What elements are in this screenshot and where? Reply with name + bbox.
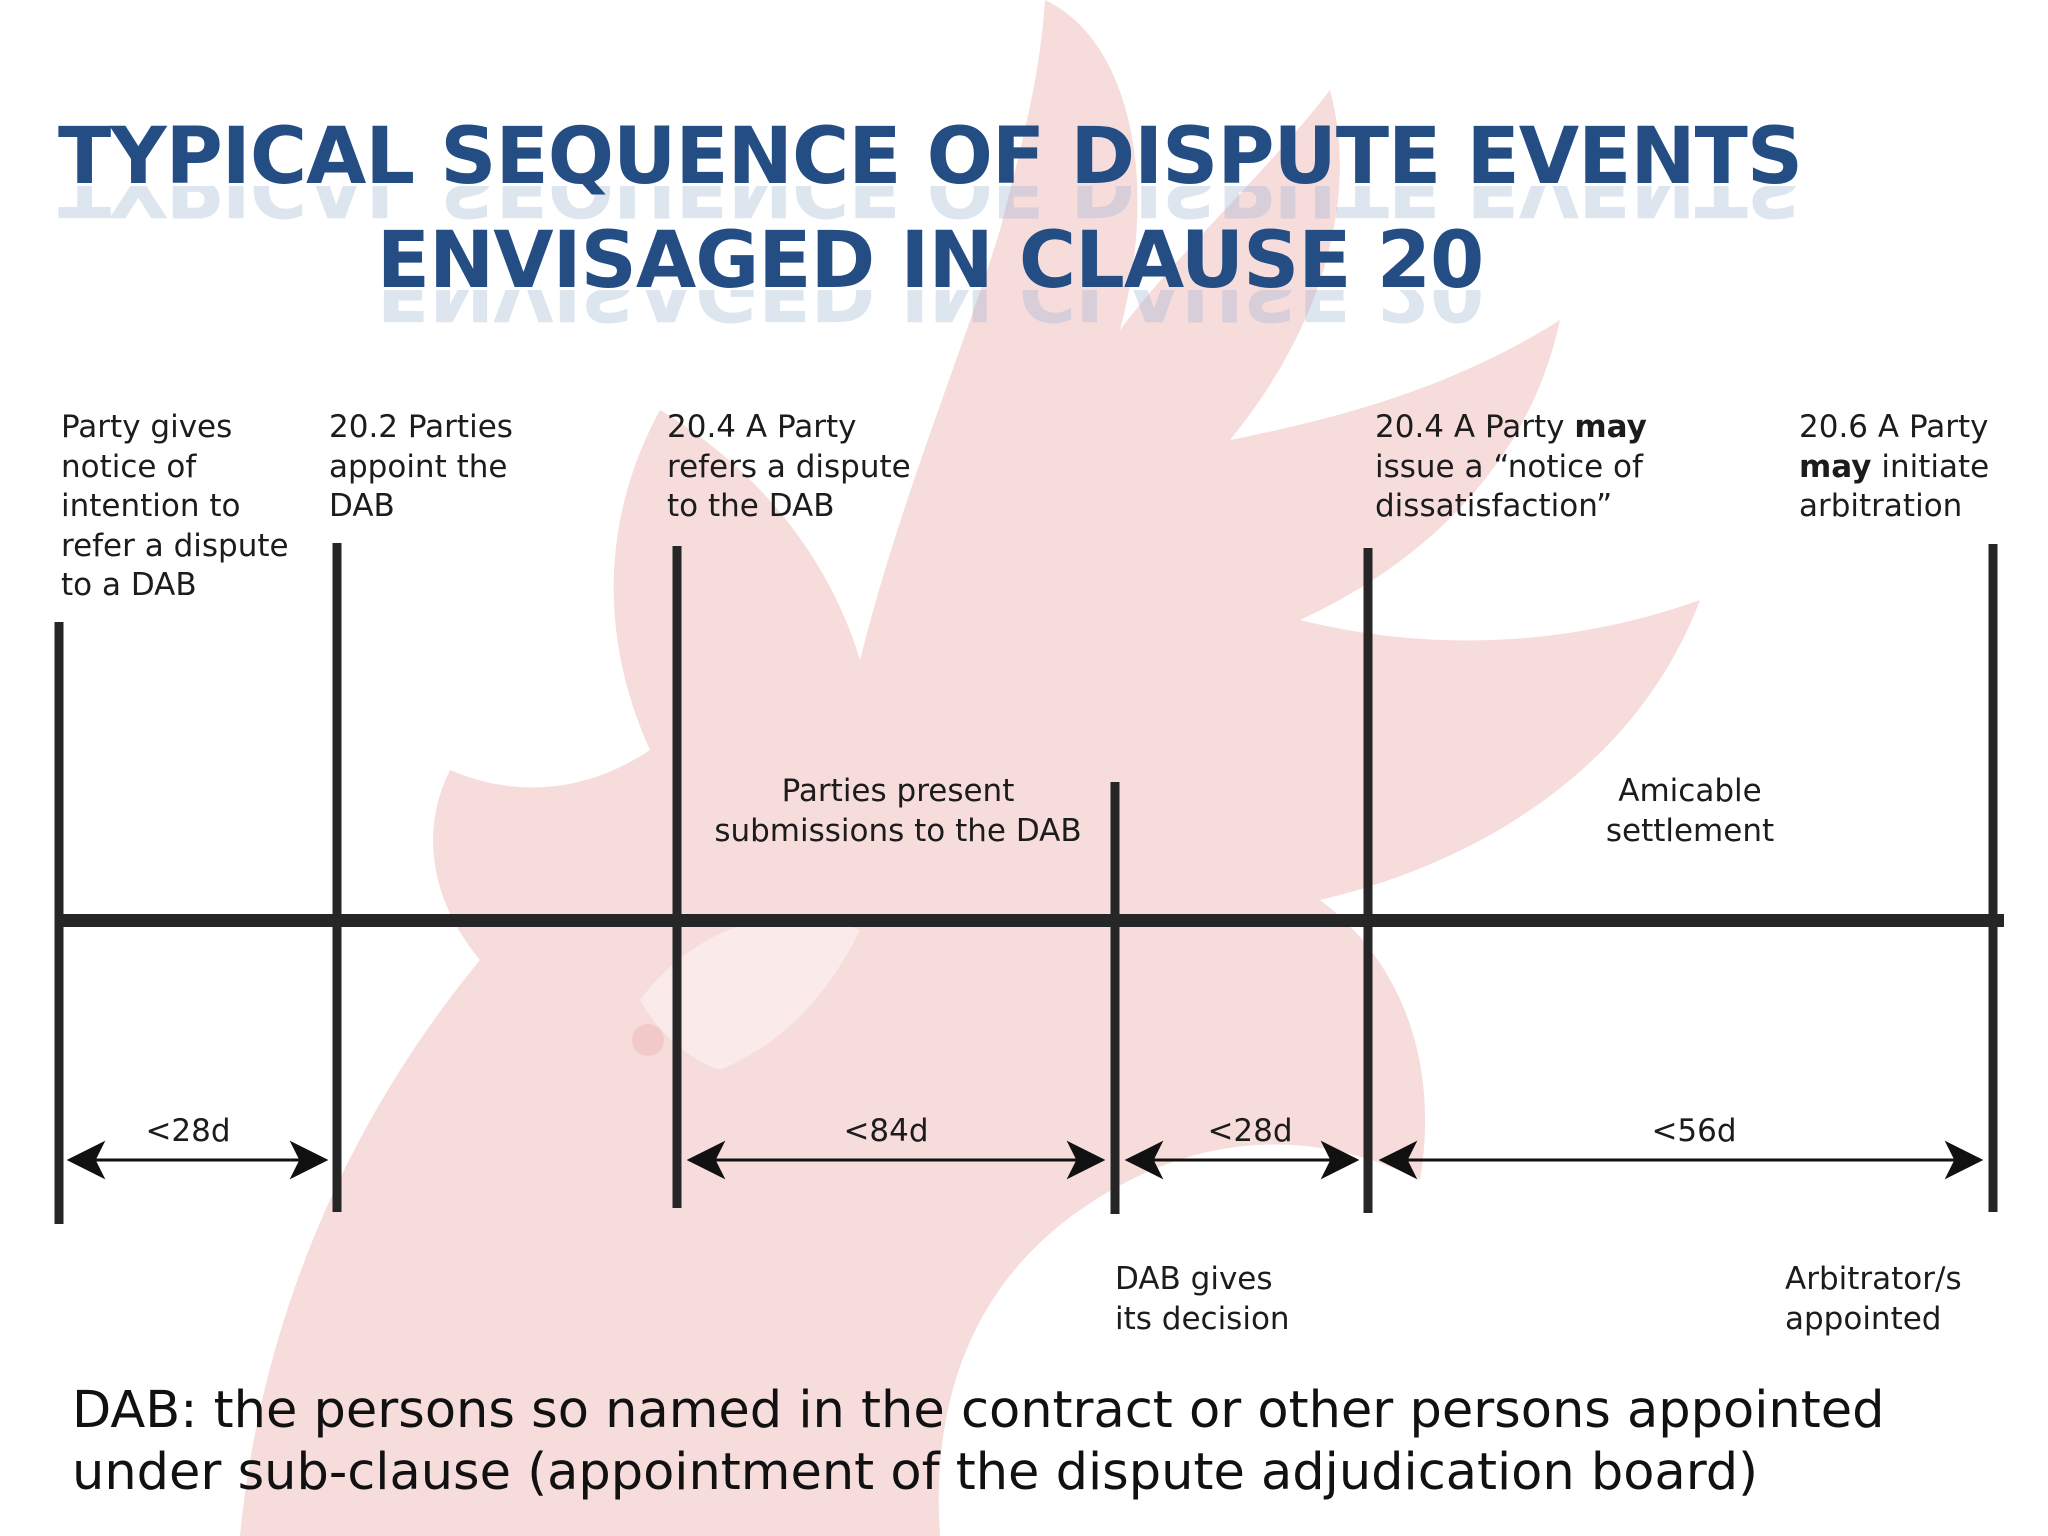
duration-arrow-1 bbox=[66, 1140, 329, 1180]
event-label-dab-decision: DAB gives its decision bbox=[1115, 1261, 1290, 1337]
duration-arrow-4 bbox=[1378, 1140, 1984, 1180]
dab-definition-footnote: DAB: the persons so named in the contrac… bbox=[72, 1380, 1972, 1504]
footnote-line-1: DAB: the persons so named in the contrac… bbox=[72, 1381, 1885, 1440]
duration-label-4: <56d bbox=[1651, 1113, 1737, 1149]
phase-label-amicable-settlement: Amicable settlement bbox=[1605, 773, 1775, 849]
event-label-arbitration: 20.6 A Party may initiate arbitration bbox=[1799, 409, 1990, 524]
footnote-line-2: under sub-clause (appointment of the dis… bbox=[72, 1443, 1759, 1502]
event-label-appoint-dab: 20.2 Parties appoint the DAB bbox=[329, 409, 513, 524]
duration-label-2: <84d bbox=[843, 1113, 929, 1149]
title-line-2: ENVISAGED IN CLAUSE 20 bbox=[376, 216, 1485, 306]
timeline-axis bbox=[56, 914, 2004, 927]
duration-arrow-2 bbox=[686, 1140, 1106, 1180]
phase-label-submissions: Parties present submissions to the DAB bbox=[714, 773, 1082, 849]
title-line-1: TYPICAL SEQUENCE OF DISPUTE EVENTS bbox=[57, 112, 1803, 202]
duration-label-1: <28d bbox=[145, 1113, 231, 1149]
event-label-refer-dispute: 20.4 A Party refers a dispute to the DAB bbox=[667, 409, 911, 524]
duration-label-3: <28d bbox=[1207, 1113, 1293, 1149]
event-label-notice-dissatisfaction: 20.4 A Party may issue a “notice of diss… bbox=[1375, 409, 1647, 524]
event-label-arbitrators-appointed: Arbitrator/s appointed bbox=[1785, 1261, 1962, 1337]
event-label-notice: Party gives notice of intention to refer… bbox=[61, 409, 289, 603]
duration-arrow-3 bbox=[1124, 1140, 1360, 1180]
